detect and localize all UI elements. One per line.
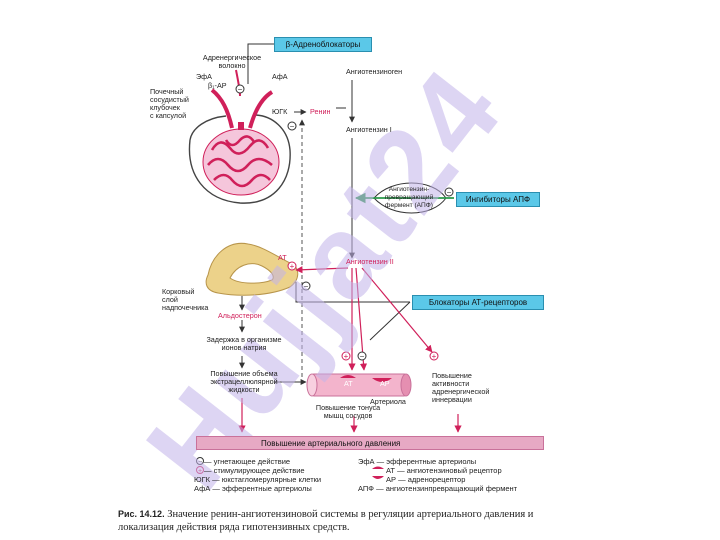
label-activity-2: активности — [432, 379, 470, 388]
legend-symbol: ЭфА — [358, 457, 375, 466]
label-activity-1: Повышение — [432, 371, 472, 380]
blood-pressure-bar: Повышение артериального давления — [196, 436, 544, 450]
legend-text: — стимулирующее действие — [204, 466, 305, 475]
legend-item: АР — адренорецептор — [358, 475, 517, 484]
legend-item: АфА — эфферентные артериолы — [194, 484, 321, 493]
legend-symbol: АР — [386, 475, 397, 484]
label-ace-2: превращающий — [384, 194, 434, 201]
legend-left: — угнетающее действие — стимулирующее де… — [194, 457, 321, 493]
ace-inhibitors-box: Ингибиторы АПФ — [456, 192, 540, 207]
label-cortex-2: слой — [162, 295, 178, 304]
label-retention-1: Задержка в организме — [206, 335, 282, 344]
label-renin: Ренин — [310, 107, 331, 116]
svg-text:+: + — [198, 468, 202, 475]
label-arteriole-at: АТ — [344, 379, 353, 388]
legend-right: ЭфА — эфферентные артериолы АТ — ангиоте… — [358, 457, 517, 493]
label-tone-2: мышц сосудов — [323, 411, 373, 420]
label-cortex-3: надпочечника — [162, 303, 209, 312]
glomerulus-illustration — [188, 69, 291, 204]
legend-at-glyph — [372, 466, 384, 469]
svg-text:−: − — [238, 85, 243, 94]
label-ace-3: фермент (АПФ) — [385, 202, 433, 209]
label-volume-2: экстрацеллюлярной — [210, 377, 278, 386]
caption-text: Значение ренин-ангиотензиновой системы в… — [118, 509, 534, 533]
label-afa: АфА — [272, 72, 288, 81]
legend-item: ЭфА — эфферентные артериолы — [358, 457, 517, 466]
legend-ar-glyph — [372, 476, 384, 479]
label-glomerulus-1: Почечный — [150, 87, 184, 96]
legend-symbol: АПФ — [358, 484, 375, 493]
svg-text:−: − — [290, 122, 295, 131]
legend-text: — ангиотензинпревращающий фермент — [376, 484, 518, 493]
legend-symbol: АфА — [194, 484, 211, 493]
label-tone-1: Повышение тонуса — [315, 403, 381, 412]
label-ace-1: Ангиотензин- — [388, 186, 430, 193]
label-cortex-1: Корковый — [162, 287, 195, 296]
label-arteriole: Артериола — [370, 397, 406, 406]
legend-item: АТ — ангиотензиновый рецептор — [358, 466, 517, 475]
legend-text: — ангиотензиновый рецептор — [397, 466, 502, 475]
legend-item: — угнетающее действие — [194, 457, 321, 466]
label-glomerulus-3: клубочек — [150, 103, 180, 112]
label-jgk: ЮГК — [272, 107, 288, 116]
svg-text:−: − — [447, 188, 452, 197]
label-at: АТ — [278, 253, 287, 262]
beta-blockers-box: β-Адреноблокаторы — [274, 37, 372, 52]
svg-text:+: + — [432, 352, 437, 361]
label-b1ar: β₁-АР — [208, 81, 227, 90]
label-angiotensinogen: Ангиотензиноген — [346, 67, 403, 76]
adrenal-cortex — [205, 242, 299, 296]
label-aldosterone: Альдостерон — [218, 311, 262, 320]
label-adrenergic-fiber-1: Адренергическое — [202, 53, 262, 62]
svg-text:−: − — [304, 282, 309, 291]
svg-text:+: + — [344, 352, 349, 361]
label-glomerulus-2: сосудистый — [150, 95, 189, 104]
legend-text: — эфферентные артериолы — [212, 484, 312, 493]
label-volume-1: Повышение объема — [210, 369, 278, 378]
legend-symbol: ЮГК — [194, 475, 211, 484]
label-angiotensin-2: Ангиотензин II — [346, 257, 394, 266]
label-efa: ЭфА — [196, 72, 212, 81]
label-glomerulus-4: с капсулой — [150, 111, 187, 120]
legend-item: — стимулирующее действие — [194, 466, 321, 475]
svg-text:−: − — [198, 459, 202, 466]
effect-symbols: − − − + − + − + − + — [196, 84, 454, 475]
label-arteriole-ar: АР — [380, 379, 390, 388]
figure-caption: Рис. 14.12. Значение ренин-ангиотензинов… — [118, 508, 588, 534]
legend-text: — эфферентные артериолы — [376, 457, 477, 466]
legend-text: — угнетающее действие — [204, 457, 291, 466]
legend-item: АПФ — ангиотензинпревращающий фермент — [358, 484, 517, 493]
label-volume-3: жидкости — [228, 385, 260, 394]
legend-text: — юкстагломерулярные клетки — [212, 475, 322, 484]
label-retention-2: ионов натрия — [221, 343, 267, 352]
svg-text:+: + — [290, 262, 295, 271]
label-activity-3: адренергической — [432, 387, 490, 396]
legend-text: — адренорецептор — [398, 475, 466, 484]
label-activity-4: иннервации — [432, 395, 472, 404]
svg-text:−: − — [360, 352, 365, 361]
label-adrenergic-fiber-2: волокно — [218, 61, 246, 70]
legend-symbol: АТ — [386, 466, 395, 475]
arteriole — [306, 373, 412, 397]
legend-item: ЮГК — юкстагломерулярные клетки — [194, 475, 321, 484]
caption-label: Рис. 14.12. — [118, 509, 165, 519]
label-angiotensin-1: Ангиотензин I — [346, 125, 392, 134]
at-blockers-box: Блокаторы АТ-рецепторов — [412, 295, 544, 310]
